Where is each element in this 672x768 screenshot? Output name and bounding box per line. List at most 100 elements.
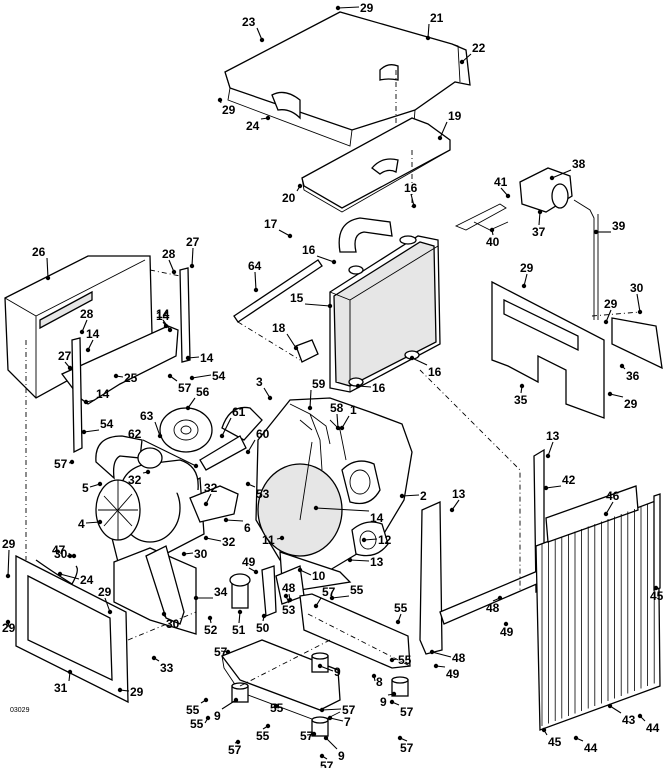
callout-40: 40 bbox=[486, 235, 500, 249]
leader-line-48 bbox=[288, 593, 291, 601]
leader-line-26 bbox=[46, 257, 49, 279]
leader-line-57 bbox=[169, 375, 178, 382]
side-panel-right bbox=[491, 280, 663, 419]
leader-line-40 bbox=[491, 229, 494, 236]
leader-line-62 bbox=[142, 439, 197, 467]
leader-line-55 bbox=[204, 717, 209, 724]
callout-46: 46 bbox=[606, 489, 620, 503]
leader-line-31 bbox=[68, 671, 71, 682]
leader-line-29 bbox=[119, 689, 130, 692]
callout-6: 6 bbox=[244, 521, 251, 535]
callout-1: 1 bbox=[350, 403, 357, 417]
callout-4: 4 bbox=[78, 517, 85, 531]
callout-30: 30 bbox=[194, 547, 208, 561]
callout-64: 64 bbox=[248, 259, 262, 273]
callout-14: 14 bbox=[156, 309, 170, 323]
leader-line-14 bbox=[162, 321, 167, 327]
callout-48: 48 bbox=[452, 651, 466, 665]
leader-line-53 bbox=[247, 483, 256, 488]
callout-9: 9 bbox=[338, 749, 345, 763]
lower-left-panel bbox=[15, 554, 129, 704]
callout-29: 29 bbox=[2, 621, 16, 635]
leader-line-57 bbox=[234, 741, 239, 744]
callout-29: 29 bbox=[360, 1, 374, 15]
leader-line-57 bbox=[68, 461, 73, 464]
upper-radiator-hose bbox=[338, 217, 393, 253]
callout-49: 49 bbox=[500, 625, 514, 639]
leader-line-55 bbox=[275, 705, 278, 708]
leader-line-28 bbox=[168, 259, 175, 273]
callout-37: 37 bbox=[532, 225, 546, 239]
callout-29: 29 bbox=[2, 537, 16, 551]
leader-line-38 bbox=[551, 169, 572, 179]
leader-line-49 bbox=[435, 665, 446, 668]
callout-16: 16 bbox=[404, 181, 418, 195]
callout-24: 24 bbox=[80, 573, 94, 587]
callout-48: 48 bbox=[282, 581, 296, 595]
callout-27: 27 bbox=[58, 349, 72, 363]
fuel-filter bbox=[229, 565, 305, 617]
callout-3: 3 bbox=[256, 375, 263, 389]
callout-50: 50 bbox=[256, 621, 270, 635]
overflow-bottle bbox=[295, 339, 319, 363]
leader-line-8 bbox=[373, 675, 376, 682]
callout-61: 61 bbox=[232, 405, 246, 419]
fan-hub bbox=[159, 407, 213, 453]
leader-line-6 bbox=[225, 519, 244, 522]
callout-58: 58 bbox=[330, 401, 344, 415]
callout-9: 9 bbox=[334, 665, 341, 679]
leader-line-52 bbox=[209, 617, 212, 624]
leader-line-33 bbox=[153, 657, 160, 662]
callout-16: 16 bbox=[372, 381, 386, 395]
callout-31: 31 bbox=[54, 681, 68, 695]
leader-line-16 bbox=[410, 193, 415, 207]
callout-45: 45 bbox=[548, 735, 562, 749]
leader-line-16 bbox=[316, 255, 335, 263]
leader-line-29 bbox=[7, 621, 10, 628]
leader-line-54 bbox=[83, 429, 100, 433]
callout-54: 54 bbox=[212, 369, 226, 383]
leader-line-32 bbox=[205, 537, 222, 542]
leader-line-42 bbox=[545, 485, 562, 489]
radiator-top-bracket bbox=[301, 117, 451, 213]
callout-21: 21 bbox=[430, 11, 444, 25]
engine-mount-plate-right bbox=[299, 593, 411, 669]
leader-lines bbox=[7, 6, 658, 760]
leader-line-14 bbox=[315, 507, 370, 512]
callout-57: 57 bbox=[342, 703, 356, 717]
leader-line-64 bbox=[254, 271, 257, 291]
callout-55: 55 bbox=[394, 601, 408, 615]
callout-30: 30 bbox=[166, 617, 180, 631]
callout-32: 32 bbox=[204, 481, 218, 495]
callout-9: 9 bbox=[380, 695, 387, 709]
callout-54: 54 bbox=[100, 417, 114, 431]
front-grille bbox=[535, 485, 661, 731]
leader-line-15 bbox=[304, 303, 331, 307]
callout-9: 9 bbox=[214, 709, 221, 723]
leader-line-50 bbox=[262, 615, 265, 622]
leader-line-45 bbox=[655, 587, 658, 590]
callout-29: 29 bbox=[520, 261, 534, 275]
callout-57: 57 bbox=[322, 585, 336, 599]
callout-55: 55 bbox=[256, 729, 270, 743]
callout-15: 15 bbox=[290, 291, 304, 305]
leader-line-23 bbox=[256, 27, 263, 41]
coil-assembly bbox=[454, 167, 599, 320]
coolant-hose bbox=[199, 406, 263, 471]
callout-55: 55 bbox=[270, 701, 284, 715]
leader-line-32 bbox=[205, 493, 212, 505]
leader-line-5 bbox=[89, 483, 101, 488]
callout-14: 14 bbox=[200, 351, 214, 365]
leader-line-59 bbox=[309, 389, 312, 409]
leader-line-14 bbox=[87, 339, 94, 351]
leader-line-29 bbox=[609, 393, 624, 398]
leader-line-45 bbox=[543, 729, 548, 736]
leader-line-49 bbox=[248, 567, 257, 573]
callout-29: 29 bbox=[130, 685, 144, 699]
callout-18: 18 bbox=[272, 321, 286, 335]
callout-16: 16 bbox=[428, 365, 442, 379]
callout-62: 62 bbox=[128, 427, 142, 441]
leader-line-29 bbox=[523, 273, 528, 287]
leader-line-12 bbox=[363, 538, 378, 541]
